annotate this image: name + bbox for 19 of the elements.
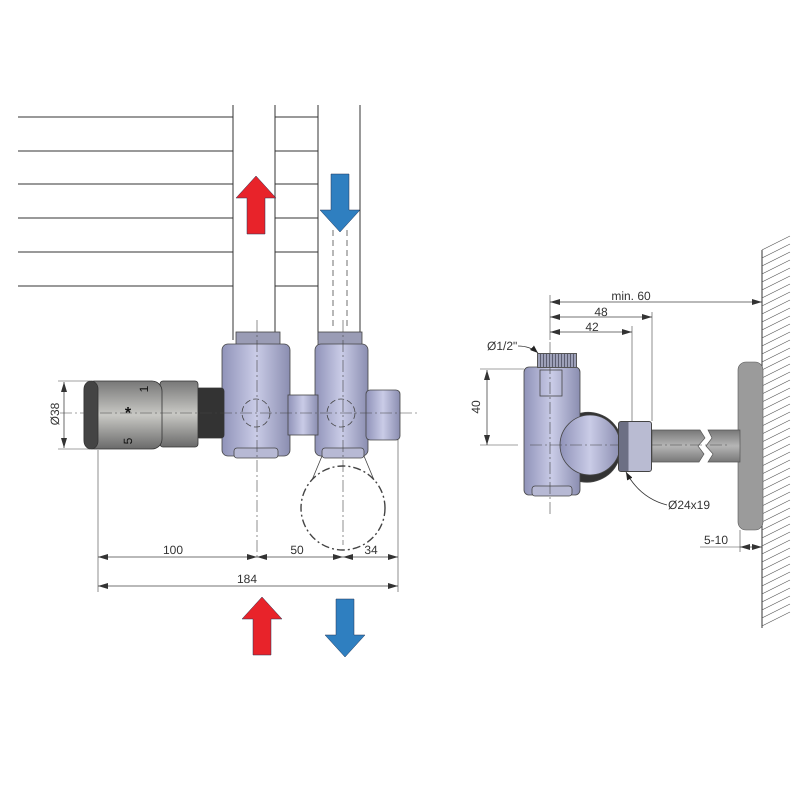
dimension-label: Ø24x19: [667, 498, 712, 512]
leader-line: [518, 346, 538, 354]
dial-symbol: *: [124, 406, 132, 422]
dimension-label: 5-10: [704, 534, 728, 546]
dial-number: 5: [122, 438, 134, 444]
dimension-label: 42: [585, 321, 599, 333]
dimension-label: Ø1/2": [486, 339, 518, 353]
dimension-label: 100: [162, 544, 184, 556]
dimension-label: 34: [364, 544, 378, 556]
dimension-label: 50: [290, 544, 304, 556]
dial-number: 1: [138, 386, 150, 392]
union-nut: [618, 421, 652, 472]
leader-line: [626, 472, 668, 506]
pipe-thread: [537, 353, 577, 368]
dimension-label: 48: [594, 306, 608, 318]
dimension-label: 184: [236, 573, 258, 585]
dimension-label: min. 60: [611, 290, 651, 302]
dimension-label: Ø38: [49, 402, 61, 426]
dimension-label: 40: [470, 400, 482, 414]
